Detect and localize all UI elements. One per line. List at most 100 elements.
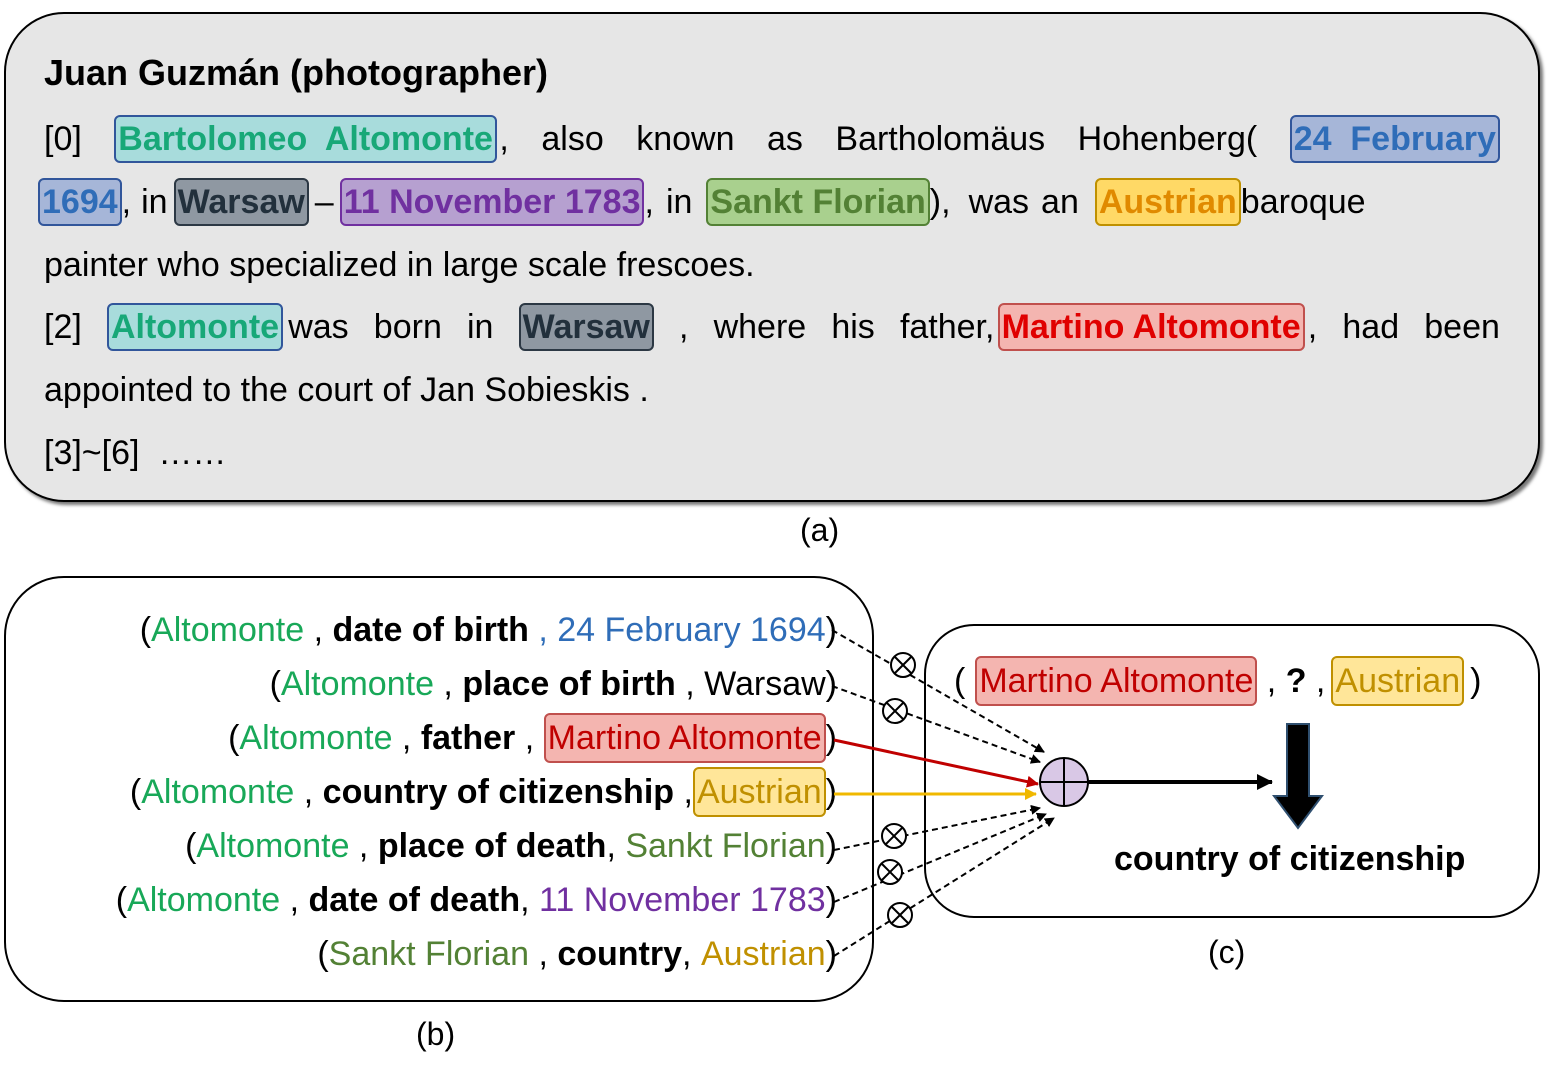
paren-open: ( [139, 611, 152, 649]
triple-place-of-birth: ( Altomonte , place of birth , Warsaw ) [270, 659, 837, 709]
paren-close: ) [825, 665, 837, 703]
triple-relation: country [557, 935, 683, 973]
oplus-icon [1039, 757, 1089, 807]
separator: , [606, 827, 626, 865]
triple-place-of-death: ( Altomonte , place of death , Sankt Flo… [185, 821, 837, 871]
paren-open: ( [954, 661, 966, 700]
separator: , [520, 881, 539, 919]
triple-tail: 24 February 1694 [557, 611, 826, 649]
triple-relation: place of death [377, 827, 607, 865]
separator: , [1306, 661, 1326, 700]
query-head: Martino Altomonte [975, 656, 1258, 706]
triple-tail: 11 November 1783 [539, 881, 826, 919]
separator: , [304, 611, 333, 649]
document-title: Juan Guzmán (photographer) [44, 52, 548, 93]
caption-a: (a) [800, 512, 840, 548]
sentence-2-line-1: [2] Altomonte was born in Warsaw , where… [44, 302, 1500, 352]
triple-father: ( Altomonte , father , Martino Altomonte… [228, 713, 837, 763]
predicted-relation: country of citizenship [1114, 840, 1466, 878]
paren-close: ) [825, 611, 837, 649]
dashed-arrow-date-of-death [833, 812, 1047, 903]
paren-open: ( [317, 935, 329, 973]
down-arrow-icon [1272, 723, 1324, 830]
separator: , [515, 719, 544, 757]
word: in [141, 183, 168, 221]
triple-date-of-birth: ( Altomonte , date of birth , 24 Februar… [140, 605, 837, 655]
triple-head: Altomonte [280, 665, 434, 703]
triple-head: Altomonte [196, 827, 350, 865]
otimes-icon [887, 902, 913, 928]
paren-close: ) [825, 935, 837, 973]
entity-altomonte: Altomonte [106, 303, 284, 351]
separator: , [682, 935, 701, 973]
arrow-father [833, 738, 1039, 788]
triple-date-of-death: ( Altomonte , date of death , 11 Novembe… [116, 875, 837, 925]
triple-head: Altomonte [127, 881, 281, 919]
entity-warsaw: Warsaw [518, 303, 654, 351]
word: , [121, 183, 132, 221]
sentence-0-line-2: 1694 , in Warsaw – 11 November 1783 , in… [38, 177, 1494, 227]
triple-relation: place of birth [462, 665, 676, 703]
otimes-icon [882, 698, 908, 724]
paren-close: ) [1470, 661, 1482, 700]
entity-warsaw: Warsaw [173, 178, 309, 226]
otimes-icon [890, 652, 916, 678]
paren-close: ) [825, 773, 837, 811]
sentences-3-to-6: [3]~[6] …… [44, 434, 227, 472]
separator: , [433, 665, 463, 703]
triple-relation: father [420, 719, 516, 757]
word: , [678, 308, 689, 346]
caption-c: (c) [1208, 934, 1246, 970]
paren-open: ( [228, 719, 240, 757]
word: – [314, 183, 334, 221]
word: an [1041, 183, 1079, 221]
query-triple: ( Martino Altomonte , ? , Austrian ) [954, 654, 1481, 708]
triple-relation: date of death [308, 881, 521, 919]
query-relation-unknown: ? [1285, 661, 1307, 700]
otimes-icon [877, 859, 903, 885]
word: Hohenberg( [1077, 120, 1258, 158]
separator: , [349, 827, 378, 865]
entity-11-november-1783: 11 November 1783 [339, 178, 645, 226]
triple-country-of-citizenship: ( Altomonte , country of citizenship , A… [130, 767, 837, 817]
separator: , [392, 719, 421, 757]
entity-sankt-florian: Sankt Florian [706, 178, 930, 226]
dashed-arrow-place-of-death [833, 804, 1041, 851]
triple-head: Altomonte [151, 611, 305, 649]
entity-bartolomeo-altomonte: Bartolomeo Altomonte [114, 115, 497, 163]
word: ), [929, 183, 951, 221]
query-tail: Austrian [1331, 656, 1465, 706]
paren-close: ) [825, 719, 837, 757]
sentence-2-line-2: appointed to the court of Jan Sobieskis … [44, 371, 649, 409]
separator: , [1257, 661, 1286, 700]
separator: , [674, 773, 693, 811]
word: was [968, 183, 1030, 221]
entity-austrian: Austrian [1094, 178, 1241, 226]
triple-country: ( Sankt Florian , country , Austrian ) [317, 929, 837, 979]
word: in [467, 308, 494, 346]
word: his [831, 308, 875, 346]
word: , [1307, 308, 1318, 346]
sentence-0-line-1: [0] Bartolomeo Altomonte , also known as… [44, 114, 1500, 164]
separator: , [529, 935, 558, 973]
paren-open: ( [185, 827, 197, 865]
separator: , [528, 611, 558, 649]
paren-open: ( [269, 665, 281, 703]
triple-tail: Sankt Florian [625, 827, 826, 865]
dashed-arrow-place-of-birth [831, 685, 1041, 764]
dashed-arrow-date-of-birth [831, 629, 1045, 753]
sentence-index: [2] [44, 308, 82, 346]
entity-1694: 1694 [38, 178, 122, 226]
word: had [1342, 308, 1400, 346]
entity-martino-altomonte: Martino Altomonte [997, 303, 1305, 351]
word: as [766, 120, 803, 158]
paren-close: ) [825, 881, 837, 919]
triple-tail: Martino Altomonte [543, 713, 826, 763]
caption-b: (b) [416, 1016, 456, 1052]
dashed-arrow-country [833, 817, 1055, 957]
sentence-0-line-3: painter who specialized in large scale f… [44, 246, 755, 284]
word: Bartholomäus [835, 120, 1046, 158]
entity-24-february: 24 February [1289, 115, 1500, 163]
separator: , [675, 665, 705, 703]
